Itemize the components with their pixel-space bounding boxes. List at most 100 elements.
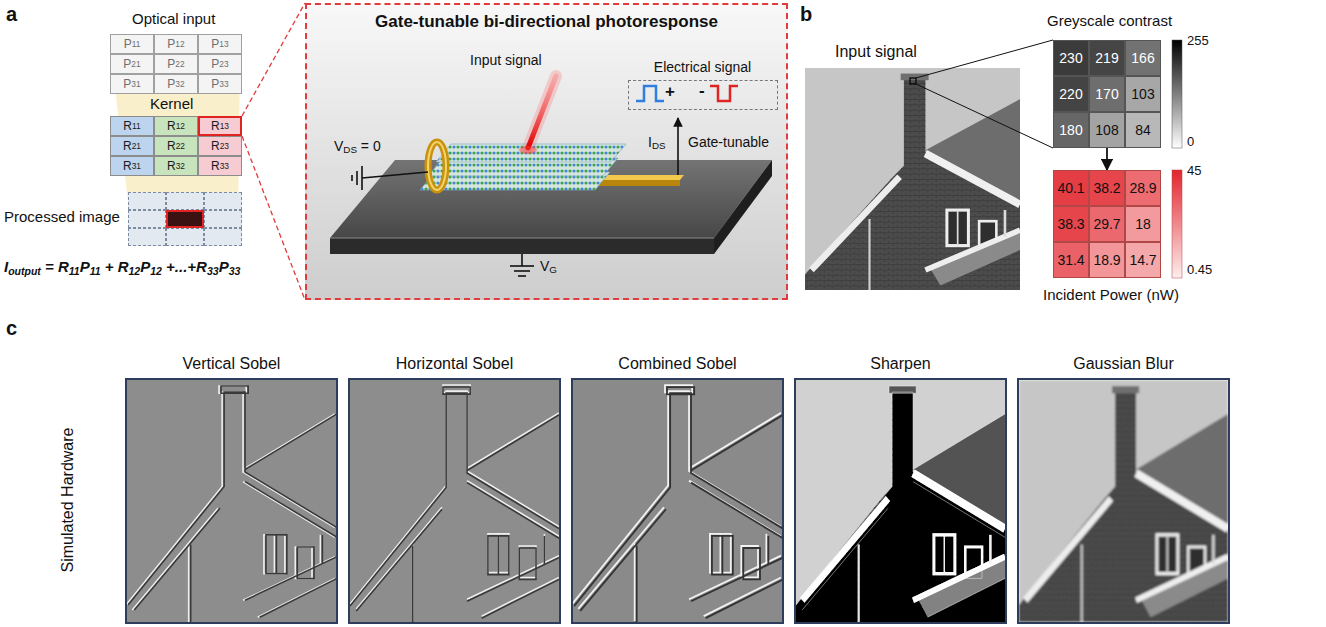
grid-cell [166, 228, 204, 246]
node-heading: Vertical Sobel [127, 354, 336, 373]
subscript-run: 23 [220, 141, 229, 151]
connector [1106, 148, 1108, 170]
subscript-run: 23 [219, 59, 228, 69]
horizontal-sobel-image [350, 387, 559, 623]
gaussian-blur-image [1019, 380, 1228, 622]
text-run: P [80, 258, 90, 275]
grid-cell: 219 [1089, 40, 1125, 76]
subscript-run: 32 [176, 161, 185, 171]
gate-ground-symbol [521, 254, 523, 266]
gate-label: VG [540, 258, 557, 276]
colorbar [1172, 170, 1182, 278]
source-electrode [428, 142, 446, 190]
colorbar-tick: 255 [1187, 33, 1209, 49]
substrate [714, 160, 772, 254]
grid-cell [128, 228, 166, 246]
text-run: P [167, 77, 175, 91]
text-run: R [167, 159, 176, 173]
node-heading: Sharpen [796, 354, 1005, 373]
optical-input-grid: Optical inputP11P12P13P21P22P23P31P32P33 [110, 34, 242, 94]
gate-ground-symbol [514, 270, 530, 272]
input-photo [910, 78, 916, 84]
greyscale-grid: Greyscale contrast2302191662201701031801… [1053, 40, 1161, 148]
node-heading: Greyscale contrast [1047, 12, 1172, 30]
output-formula: Ioutput = R11P11 + R12P12 +...+R33P33 [4, 258, 240, 277]
laser-beam [528, 76, 556, 148]
device-panel-ground [305, 3, 788, 300]
text-run: R [167, 119, 176, 133]
grid-cell: 14.7 [1125, 242, 1161, 278]
gate-ground-symbol [510, 254, 534, 276]
grid-cell: 40.1 [1053, 170, 1089, 206]
combined-sobel-image [572, 380, 783, 623]
kernel-grid: KernelR11R12R13R21R22R23R31R32R33 [110, 116, 242, 176]
connector [916, 40, 1053, 78]
subscript-run: 33 [219, 79, 228, 89]
grid-cell: R23 [198, 136, 242, 156]
horizontal-sobel-image [350, 380, 559, 622]
node-heading: Horizontal Sobel [350, 354, 559, 373]
grid-cell: P12 [154, 34, 198, 54]
subscript-run: 13 [219, 39, 228, 49]
signal-pulses [710, 86, 738, 101]
horizontal-sobel-frame: Horizontal Sobel [348, 378, 561, 624]
grid-cell: 220 [1053, 76, 1089, 112]
grid-cell: 84 [1125, 112, 1161, 148]
horizontal-sobel-image [350, 385, 559, 621]
grid-cell: 31.4 [1053, 242, 1089, 278]
row-label: Simulated Hardware [58, 428, 77, 573]
gaussian-blur-frame: Gaussian Blur [1017, 378, 1230, 624]
processed-image-grid: Processed image [128, 192, 242, 246]
grid-cell: R33 [198, 156, 242, 176]
subscript-run: 33 [207, 265, 219, 277]
gate-ground-symbol [510, 265, 534, 267]
vertical-sobel-image [127, 380, 336, 622]
text-run: P [211, 57, 219, 71]
grid-cell [166, 210, 204, 228]
grid-cell: 18.9 [1089, 242, 1125, 278]
node-heading: Optical input [132, 10, 215, 28]
text-run: V [540, 258, 549, 274]
terminal-label: VDS = 0 [334, 138, 381, 156]
grid-cell: P33 [198, 74, 242, 94]
grid-cell: R32 [154, 156, 198, 176]
grid-cell: P32 [154, 74, 198, 94]
panel-letter: b [800, 2, 812, 26]
grid-cell: R21 [110, 136, 154, 156]
grid-cell: 103 [1125, 76, 1161, 112]
colorbar-tick: 45 [1187, 163, 1201, 179]
text-run: R [123, 139, 132, 153]
subscript-run: 32 [175, 79, 184, 89]
text-run: I [648, 134, 652, 150]
subscript-run: 33 [220, 161, 229, 171]
colorbar [1172, 40, 1182, 148]
substrate [330, 238, 714, 239]
text-run: +...+R [162, 258, 207, 275]
gaussian-blur-image [1019, 380, 1228, 622]
grid-cell [204, 228, 242, 246]
source-electrode [428, 142, 446, 190]
text-run: R [167, 139, 176, 153]
text-run: R [211, 119, 220, 133]
node-heading: Combined Sobel [573, 354, 782, 373]
combined-sobel-frame: Combined Sobel [571, 378, 784, 624]
combined-sobel-image [574, 387, 783, 623]
vertical-sobel-image [126, 380, 337, 622]
subscript-run: 12 [176, 121, 185, 131]
node-heading: Input signal [835, 42, 917, 61]
node-heading: Processed image [4, 208, 120, 226]
grid-cell [204, 192, 242, 210]
vertical-sobel-image [128, 386, 337, 622]
subscript-run: 31 [131, 79, 140, 89]
grid-cell: P21 [110, 54, 154, 74]
grid-cell: 170 [1089, 76, 1125, 112]
colorbar [1172, 40, 1182, 278]
grid-cell: P23 [198, 54, 242, 74]
text-run: R [211, 159, 220, 173]
sharpen-image [796, 380, 1005, 622]
drain-electrode [592, 180, 680, 186]
atomic-flake [436, 144, 626, 162]
grid-cell: 28.9 [1125, 170, 1161, 206]
